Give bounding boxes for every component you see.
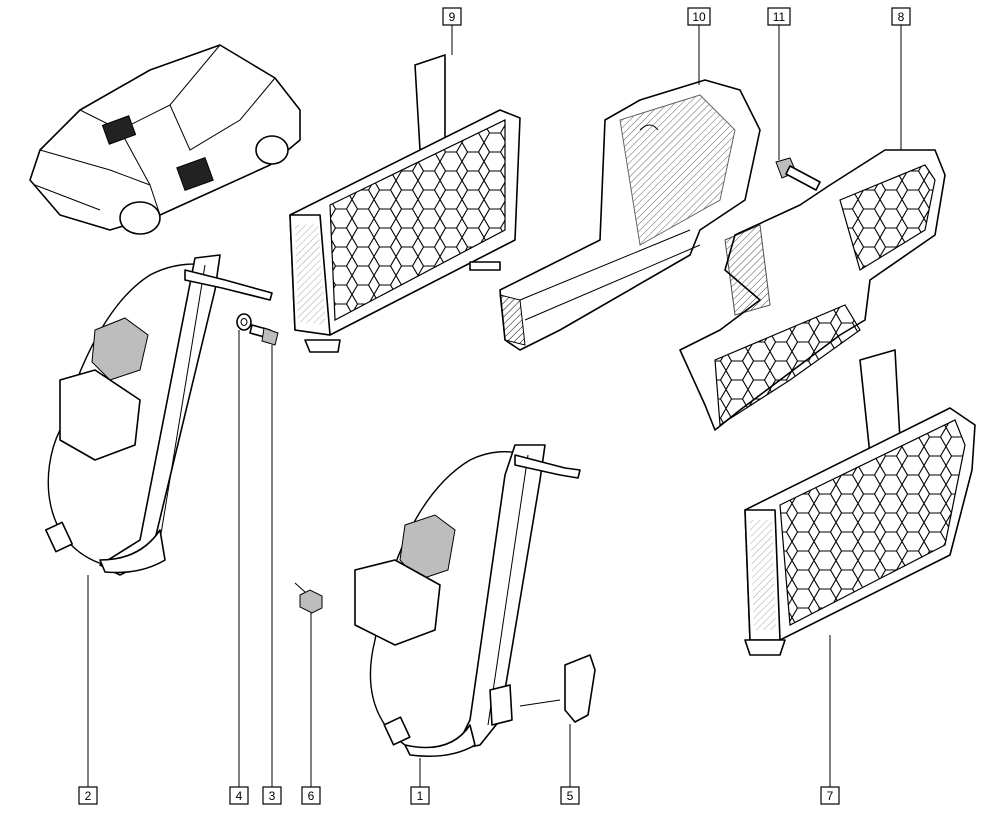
callout-9: 9 bbox=[442, 7, 462, 26]
callout-label-1: 1 bbox=[417, 789, 424, 803]
callout-1: 1 bbox=[410, 786, 430, 805]
bolt-part-3 bbox=[249, 324, 279, 346]
callout-11: 11 bbox=[767, 7, 791, 26]
callout-label-5: 5 bbox=[567, 789, 574, 803]
callout-8: 8 bbox=[891, 7, 911, 26]
washer-part-4 bbox=[236, 313, 252, 331]
leader-lines bbox=[87, 25, 902, 787]
callout-5: 5 bbox=[560, 786, 580, 805]
window-regulator-left bbox=[44, 254, 273, 576]
callout-3: 3 bbox=[262, 786, 282, 805]
callout-label-3: 3 bbox=[269, 789, 276, 803]
callout-2: 2 bbox=[78, 786, 98, 805]
callout-label-11: 11 bbox=[773, 10, 786, 24]
callout-label-6: 6 bbox=[308, 789, 315, 803]
nut-part-6 bbox=[294, 582, 323, 614]
door-panel-part-9 bbox=[289, 54, 521, 353]
callout-10: 10 bbox=[687, 7, 711, 26]
callout-6: 6 bbox=[301, 786, 321, 805]
callout-label-8: 8 bbox=[898, 10, 905, 24]
callout-label-10: 10 bbox=[692, 10, 706, 24]
clip-part-5 bbox=[519, 654, 596, 723]
callout-4: 4 bbox=[229, 786, 249, 805]
trim-panel-part-10 bbox=[499, 79, 761, 351]
callout-label-2: 2 bbox=[85, 789, 92, 803]
callout-label-9: 9 bbox=[449, 10, 456, 24]
door-panel-part-7 bbox=[744, 349, 976, 656]
car-location-illustration bbox=[29, 44, 301, 235]
callout-7: 7 bbox=[820, 786, 840, 805]
callout-label-7: 7 bbox=[827, 789, 834, 803]
front-trim-part-8 bbox=[679, 149, 946, 431]
window-regulator-center bbox=[354, 444, 581, 758]
bolt-part-11 bbox=[775, 157, 821, 191]
callout-label-4: 4 bbox=[236, 789, 243, 803]
